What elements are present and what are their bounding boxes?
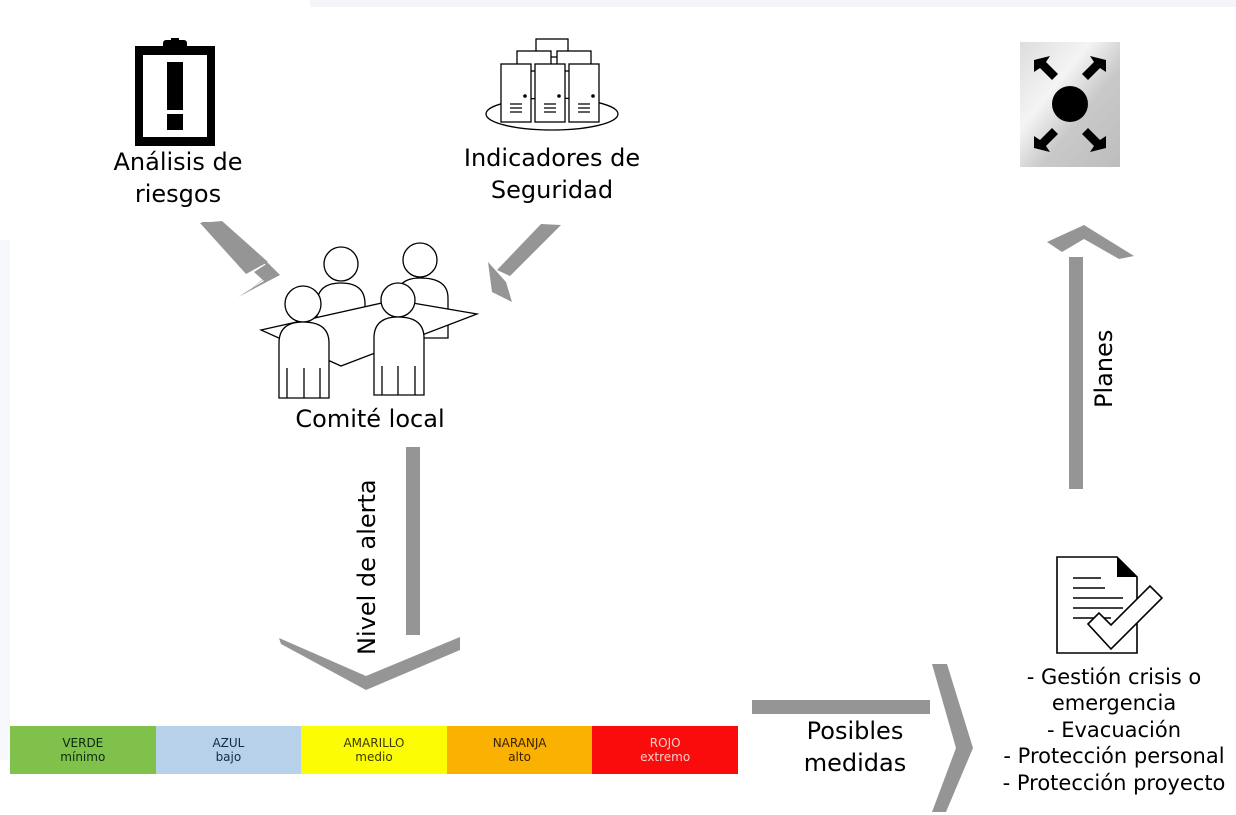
document-check-icon xyxy=(1056,556,1164,654)
possible-measures-line2: medidas xyxy=(803,748,907,777)
possible-measures-line1: Posibles xyxy=(806,717,904,745)
arrow-indicators-to-committee-shaft xyxy=(497,224,561,276)
alert-segment-name: AZUL xyxy=(212,736,245,750)
arrow-measures-head xyxy=(932,664,973,812)
security-indicators-line2: Seguridad xyxy=(490,175,614,204)
alert-segment-rojo: ROJO extremo xyxy=(592,726,738,774)
committee-label-text: Comité local xyxy=(295,405,445,433)
possible-measures-label: Posibles medidas xyxy=(780,716,930,779)
alert-segment-desc: extremo xyxy=(640,750,691,764)
alert-level-label: Nivel de alerta xyxy=(353,479,381,655)
alert-segment-desc: bajo xyxy=(215,750,242,764)
alert-segment-desc: alto xyxy=(508,750,531,764)
measures-list: - Gestión crisis o emergencia - Evacuaci… xyxy=(982,664,1236,796)
alert-level-bar: VERDE mínimo AZUL bajo AMARILLO medio NA… xyxy=(10,726,738,774)
alert-segment-desc: medio xyxy=(355,750,393,764)
arrow-alert-shaft xyxy=(406,447,420,635)
plans-label: Planes xyxy=(1090,329,1118,408)
alert-segment-desc: mínimo xyxy=(60,750,106,764)
alert-segment-azul: AZUL bajo xyxy=(155,726,302,774)
alert-segment-verde: VERDE mínimo xyxy=(10,726,156,774)
server-stack-icon xyxy=(485,38,619,131)
measures-item: - Protección proyecto xyxy=(1002,770,1226,795)
alert-segment-name: NARANJA xyxy=(492,736,547,750)
risk-analysis-label: Análisis de riesgos xyxy=(88,147,268,210)
measures-item: - Evacuación xyxy=(1046,717,1182,742)
arrow-measures-shaft xyxy=(752,700,930,714)
measures-item: emergencia xyxy=(1051,691,1177,716)
risk-analysis-line2: riesgos xyxy=(134,179,222,208)
arrow-alert-head xyxy=(279,637,460,690)
alert-segment-name: AMARILLO xyxy=(343,736,405,750)
clipboard-alert-icon xyxy=(135,38,215,146)
alert-segment-naranja: NARANJA alto xyxy=(446,726,593,774)
measures-item: - Gestión crisis o xyxy=(1026,665,1202,689)
alert-segment-name: VERDE xyxy=(62,736,104,750)
security-indicators-line1: Indicadores de xyxy=(463,144,641,172)
arrow-indicators-to-committee-head xyxy=(488,262,512,302)
committee-label: Comité local xyxy=(270,404,470,436)
arrow-risk-to-committee-shaft xyxy=(200,221,268,274)
alert-segment-amarillo: AMARILLO medio xyxy=(301,726,447,774)
arrow-plans-shaft xyxy=(1069,257,1083,489)
top-band xyxy=(310,0,1236,7)
assembly-point-icon xyxy=(1020,42,1120,167)
measures-item: - Protección personal xyxy=(1003,744,1225,769)
left-band xyxy=(0,240,10,760)
alert-segment-name: ROJO xyxy=(649,736,681,750)
meeting-people-icon xyxy=(258,242,480,399)
arrow-plans-head xyxy=(1047,225,1134,259)
arrow-risk-to-committee-head xyxy=(238,263,280,297)
security-indicators-label: Indicadores de Seguridad xyxy=(432,143,672,206)
risk-analysis-line1: Análisis de xyxy=(113,148,243,176)
